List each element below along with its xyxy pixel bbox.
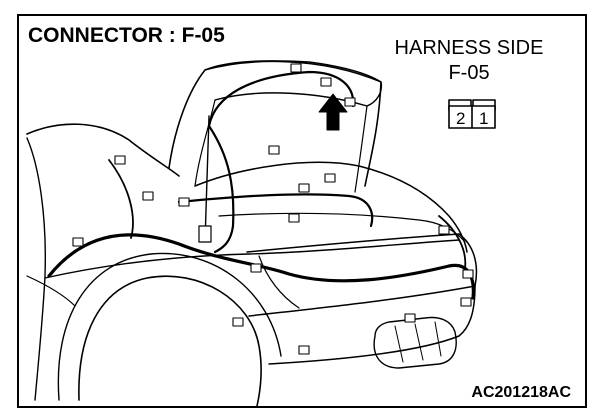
rear-bumper-top [248,285,476,317]
antenna-rod [204,115,210,243]
trunk-opening [194,161,468,253]
connector-id-label: F-05 [448,62,490,84]
tail-light-left [258,255,300,309]
connector-title: CONNECTOR : F-05 [28,24,225,47]
rear-tire [78,275,262,406]
body-roofline [26,123,180,177]
trunk-floor-edge [218,212,466,243]
wiring-harness-lid [207,70,355,128]
connector-face [448,99,496,129]
wheel-arch [57,252,282,401]
rear-bumper-bottom [268,285,476,365]
antenna-base [198,225,212,243]
wiring-harness-main [47,233,475,300]
pin-1-label: 1 [479,109,488,128]
connector-blocks [72,63,474,355]
pin-2-label: 2 [456,109,465,128]
rear-fender-crease [26,275,76,307]
wiring-harness-right [438,215,467,269]
trunk-lid-spoiler [204,60,383,107]
trunk-lid-outline [168,60,382,187]
car-trunk-illustration: 2 1 [26,60,496,406]
body-shoulder [26,137,46,401]
harness-side-label: HARNESS SIDE [394,37,544,59]
diagram-frame: 2 1 CONNECTOR : F-05 HARNESS SIDE F-05 A… [17,14,587,408]
wiring-harness-left [108,159,134,239]
license-plate-recess [373,316,457,369]
figure-code: AC201218AC [471,384,571,401]
trunk-lid-inner [194,99,216,187]
wiring-harness-lid-down [207,124,235,254]
trunk-lid-inner-2 [354,105,368,193]
pointer-arrow [318,93,348,131]
wiring-harness-trunk [177,193,374,228]
rear-deck [246,233,478,287]
harness-side-block: HARNESS SIDE F-05 [364,36,574,86]
quarter-panel [44,239,460,279]
